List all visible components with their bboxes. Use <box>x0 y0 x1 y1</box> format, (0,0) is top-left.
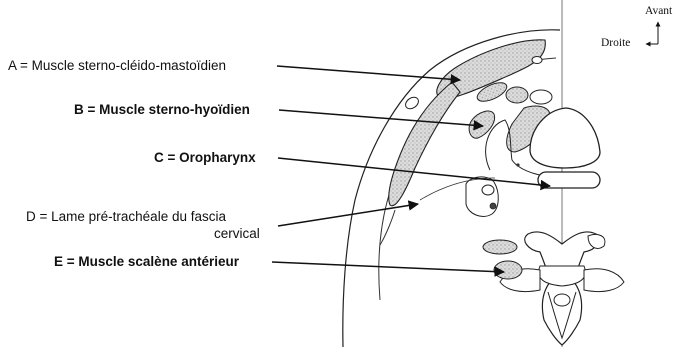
omohyoid-muscle <box>506 87 528 103</box>
thyroid-lobe <box>530 90 552 104</box>
spinal-canal <box>554 294 570 306</box>
small-vessel <box>403 95 420 111</box>
orientation-avant-label: Avant <box>645 5 672 17</box>
label-d-pretracheal-lamina-line2: cervical <box>214 226 260 242</box>
arrow-e <box>272 262 504 272</box>
label-d-pretracheal-lamina-line1: D = Lame pré-trachéale du fascia <box>26 209 226 225</box>
label-b-sternohyoid: B = Muscle sterno-hyoïdien <box>74 102 250 118</box>
carotid-sheath <box>466 177 498 216</box>
dot <box>516 163 519 166</box>
label-a-sternocleidomastoid: A = Muscle sterno-cléido-mastoïdien <box>8 58 226 74</box>
internal-jugular-vein <box>482 185 494 195</box>
label-e-anterior-scalene: E = Muscle scalène antérieur <box>54 254 239 270</box>
transverse-process-left <box>584 269 624 292</box>
label-c-oropharynx: C = Oropharynx <box>154 150 256 166</box>
orientation-droite-label: Droite <box>601 37 630 49</box>
arrow-d <box>278 204 418 226</box>
anterior-scalene-muscle <box>494 261 522 279</box>
small-node <box>532 57 542 64</box>
longus-colli-muscle <box>483 240 517 254</box>
vagus-nerve <box>490 203 496 209</box>
vertebral-body <box>539 266 586 286</box>
arrow-b <box>279 110 483 126</box>
sternocleidomastoid-posterior-belly <box>389 82 460 206</box>
